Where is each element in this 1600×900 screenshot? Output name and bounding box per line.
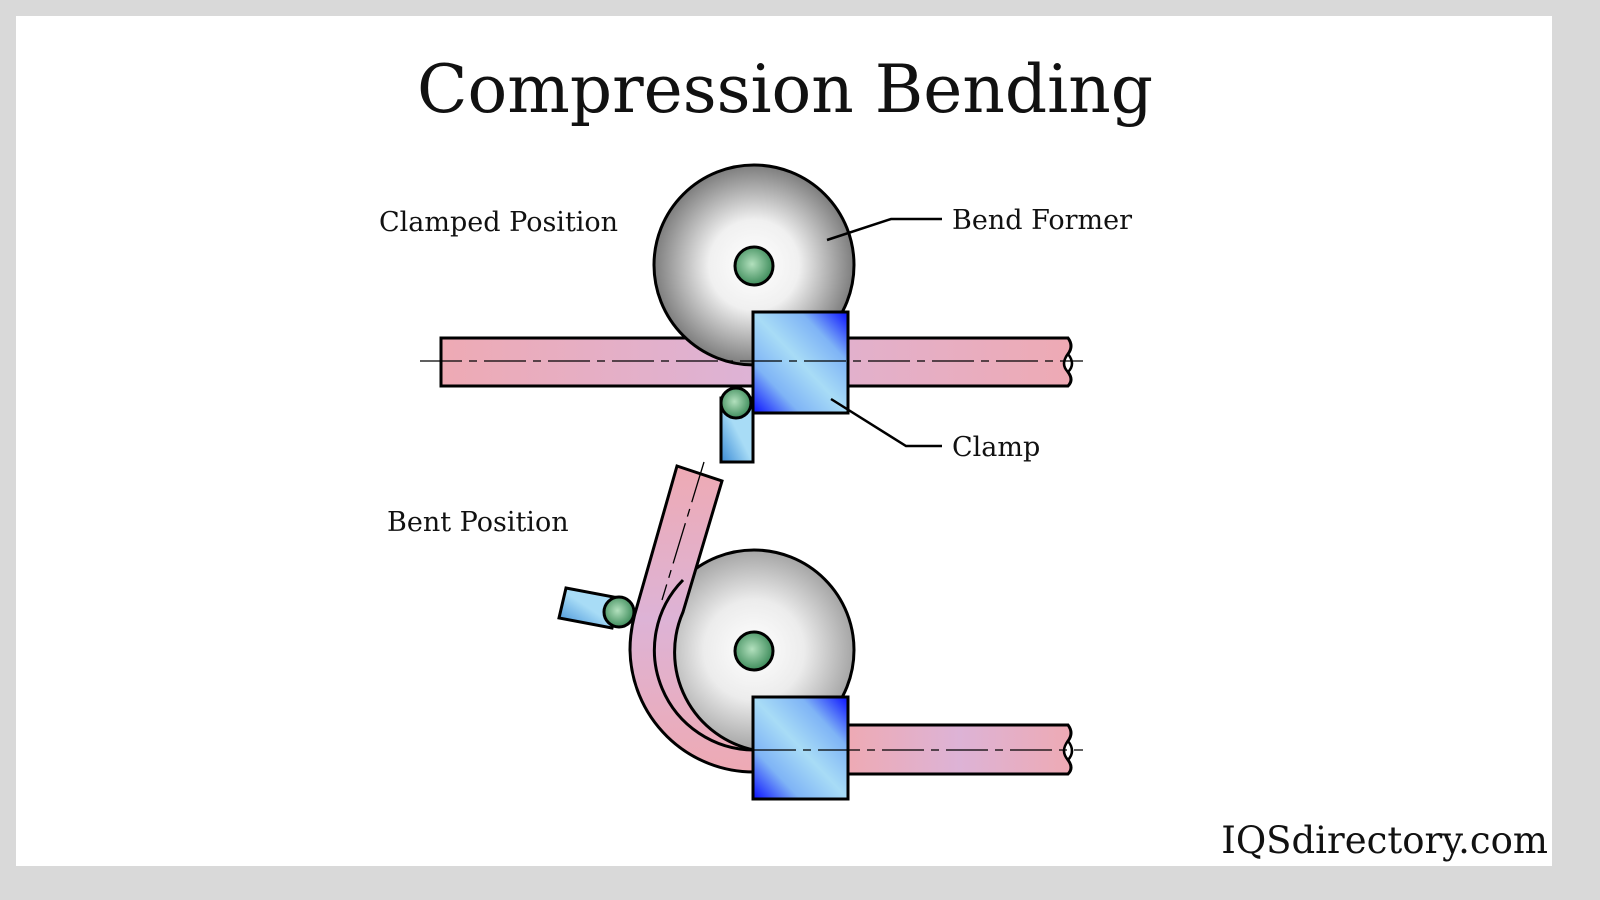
- clamp-label: Clamp: [952, 432, 1040, 463]
- bend-former-leader-line: [826, 217, 942, 242]
- pipe-centerline-bent-angled: [661, 461, 705, 601]
- bent-position-assembly: Bent Position: [387, 461, 1083, 801]
- clamped-position-label: Clamped Position: [379, 207, 618, 238]
- clamp-block-bent: [751, 695, 850, 801]
- diagram-title: Compression Bending: [417, 51, 1153, 128]
- bend-former-pin: [733, 245, 775, 287]
- clamp-leader-line: [830, 397, 942, 448]
- bend-former-edge-overlay: [652, 578, 755, 752]
- clamp-block: [751, 310, 850, 415]
- pressure-die-roller-bent: [602, 595, 636, 629]
- pipe-bent: [628, 464, 756, 774]
- pipe-break-mark-bent: [1062, 738, 1074, 762]
- bend-former-label: Bend Former: [952, 205, 1132, 236]
- bent-position-label: Bent Position: [387, 507, 569, 538]
- pipe-break-mark: [1062, 351, 1074, 374]
- bend-former-pin-bent: [733, 630, 775, 672]
- clamped-position-assembly: Clamped Position Bend Former Clamp: [379, 163, 1132, 464]
- brand-watermark: IQSdirectory.com: [1221, 819, 1548, 862]
- pressure-die-roller: [719, 386, 753, 420]
